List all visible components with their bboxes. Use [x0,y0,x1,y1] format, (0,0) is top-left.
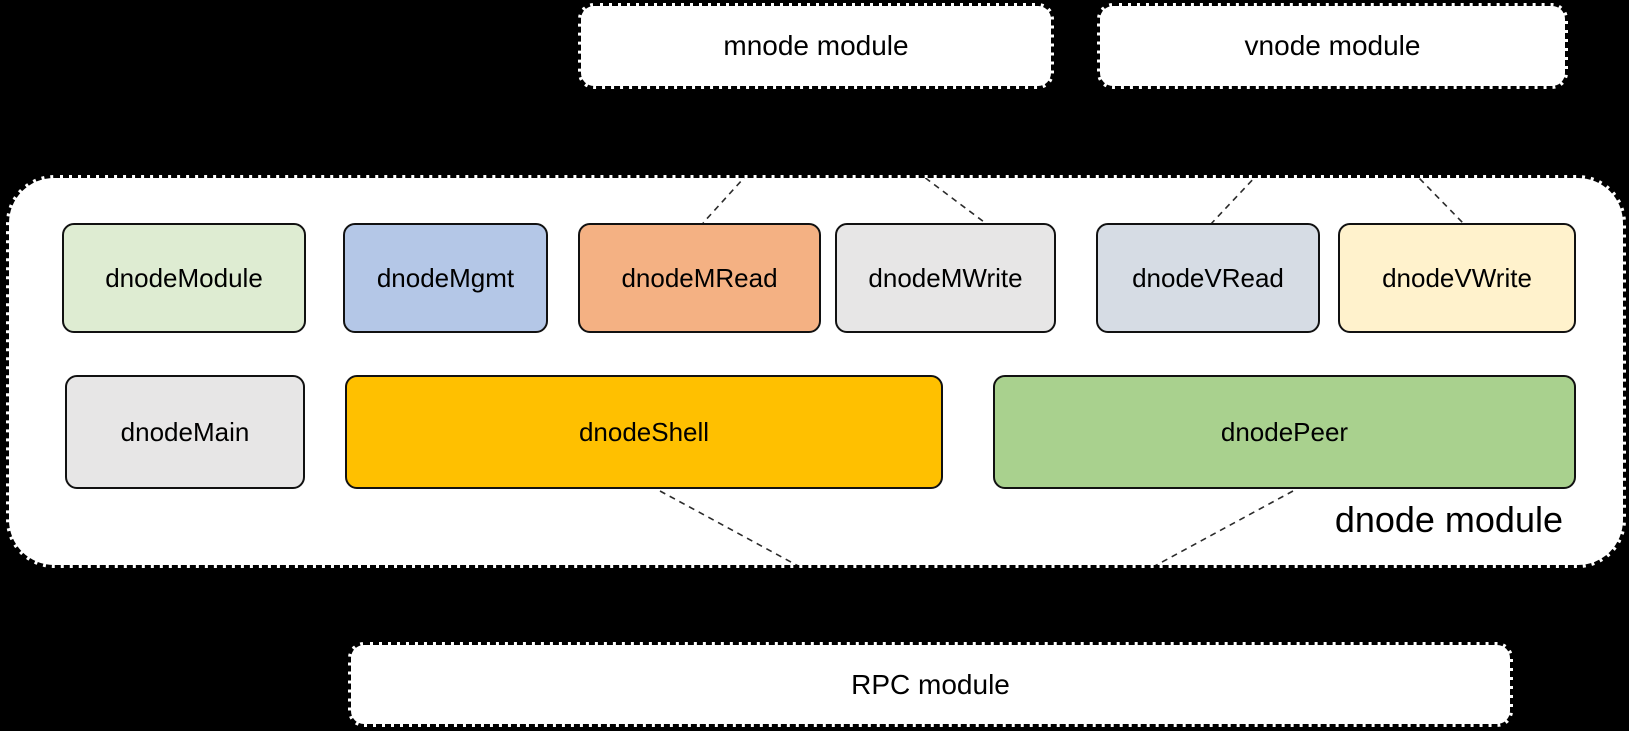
node-dnodeMgmt: dnodeMgmt [343,223,548,333]
node-dnodeVRead: dnodeVRead [1096,223,1320,333]
mnode-module-label: mnode module [723,30,909,61]
connector-vnode-to-dnodevwrite [1417,178,1464,224]
rpc-module-box: RPC module [348,642,1513,727]
vnode-module-box: vnode module [1097,3,1568,89]
node-dnodeMWrite-label: dnodeMWrite [868,262,1023,293]
node-dnodeMgmt-label: dnodeMgmt [376,262,515,293]
node-dnodePeer: dnodePeer [993,375,1576,489]
dnode-module-container: dnodeModule dnodeMgmt dnodeMRead dnodeMW… [6,175,1626,568]
dnode-module-label: dnode module [1334,499,1563,540]
node-dnodeVWrite: dnodeVWrite [1338,223,1576,333]
node-dnodeShell: dnodeShell [345,375,943,489]
connector-mnode-to-dnodemread [702,178,745,224]
node-dnodeModule-label: dnodeModule [105,262,263,293]
node-dnodeMWrite: dnodeMWrite [835,223,1056,333]
connector-dnodepeer-to-rpc [1154,490,1294,565]
node-dnodeModule: dnodeModule [62,223,306,333]
connector-mnode-to-dnodemwrite [924,178,989,226]
node-dnodeMain: dnodeMain [65,375,305,489]
connector-dnodeshell-to-rpc [659,490,799,565]
mnode-module-box: mnode module [578,3,1054,89]
node-dnodeShell-label: dnodeShell [578,416,710,447]
node-dnodeVWrite-label: dnodeVWrite [1382,262,1532,293]
node-dnodeMain-label: dnodeMain [120,416,250,447]
node-dnodeMRead: dnodeMRead [578,223,821,333]
connector-vnode-to-dnodevread [1209,178,1256,226]
vnode-module-label: vnode module [1244,30,1421,61]
node-dnodeVRead-label: dnodeVRead [1132,262,1284,293]
rpc-module-label: RPC module [851,668,1010,700]
node-dnodePeer-label: dnodePeer [1220,416,1349,447]
node-dnodeMRead-label: dnodeMRead [621,262,778,293]
